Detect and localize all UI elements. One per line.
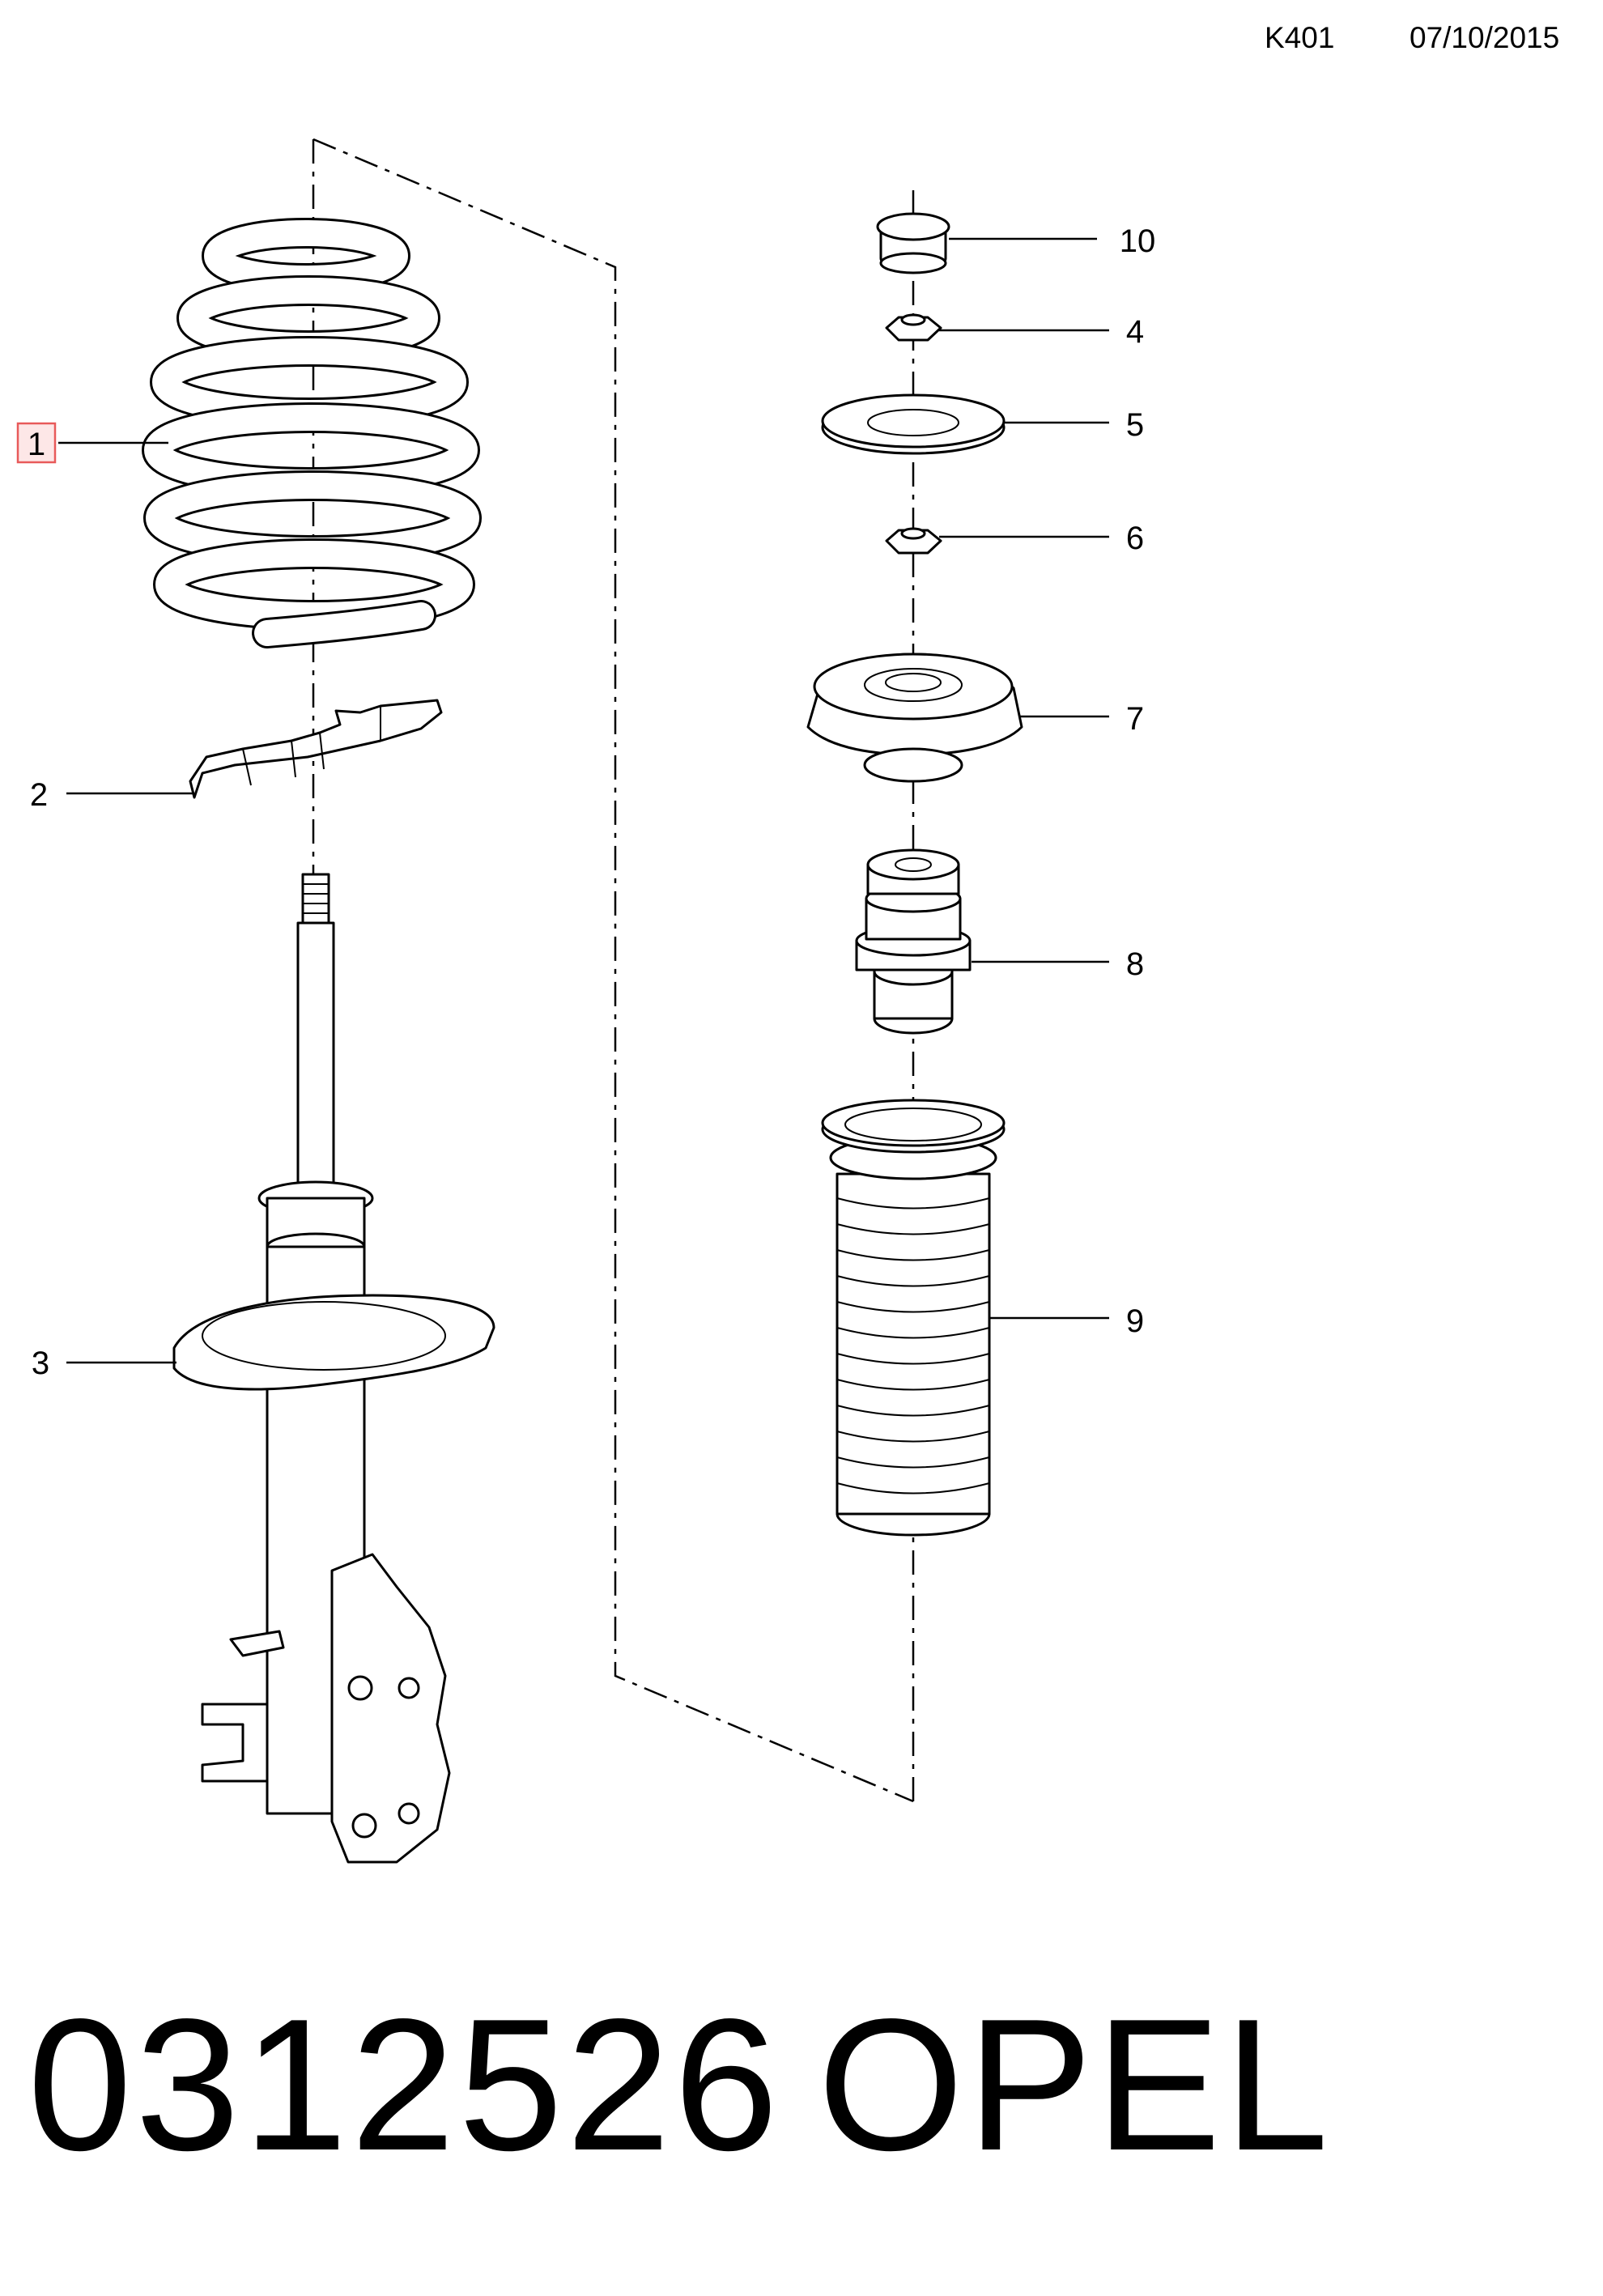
callout-8[interactable]: 8 <box>1126 946 1144 982</box>
callout-4[interactable]: 4 <box>1126 314 1144 350</box>
protective-boot[interactable] <box>821 1099 1006 1537</box>
callout-3[interactable]: 3 <box>32 1346 49 1381</box>
leader-lines <box>58 237 1109 1364</box>
callout-5[interactable]: 5 <box>1126 407 1144 443</box>
part-number: 0312526 <box>28 1980 782 2190</box>
shock-absorber-strut[interactable] <box>172 873 495 1864</box>
coil-spring[interactable] <box>142 218 482 648</box>
callout-1-highlight <box>16 422 57 464</box>
top-nut[interactable] <box>885 313 942 342</box>
callout-7[interactable]: 7 <box>1126 701 1144 737</box>
strut-mount[interactable] <box>806 653 1023 783</box>
exploded-parts-diagram: 1 2 3 4 5 6 7 8 9 10 <box>16 138 1156 1864</box>
diagram-code: K401 <box>1265 21 1335 54</box>
brand-name: OPEL <box>818 1980 1332 2190</box>
spring-seat-insulator[interactable] <box>189 699 443 799</box>
callout-9[interactable]: 9 <box>1126 1303 1144 1339</box>
callout-1[interactable]: 1 <box>28 427 45 462</box>
bump-stop[interactable] <box>855 848 972 1035</box>
cap[interactable] <box>876 212 950 274</box>
washer-plate[interactable] <box>821 393 1006 455</box>
callout-labels: 1 2 3 4 5 6 7 8 9 10 <box>16 223 1156 1381</box>
assembly-axis-lines <box>312 138 915 1803</box>
diagram-date: 07/10/2015 <box>1410 21 1560 54</box>
callout-6[interactable]: 6 <box>1126 521 1144 556</box>
callout-2[interactable]: 2 <box>30 777 48 813</box>
callout-10[interactable]: 10 <box>1120 223 1156 259</box>
hex-nut[interactable] <box>885 527 942 555</box>
